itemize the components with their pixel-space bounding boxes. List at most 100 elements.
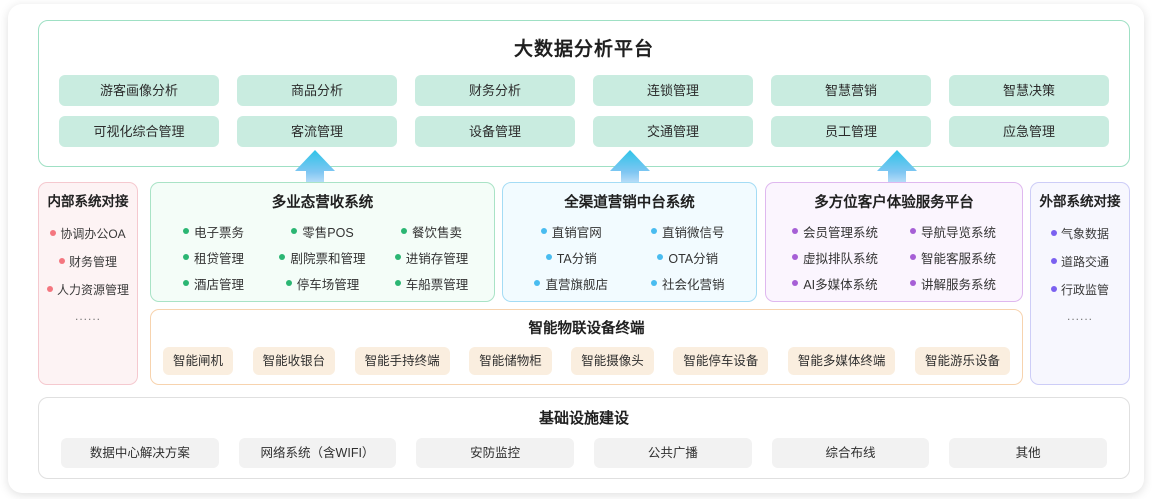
list-item-label: 车船票管理 [405,277,469,292]
module-chip[interactable]: 可视化综合管理 [59,116,219,147]
bullet-dot-icon [50,230,57,236]
list-item[interactable]: 电子票务 [159,219,268,243]
list-item-label: 停车场管理 [296,277,360,292]
iot-chip[interactable]: 智能手持终端 [354,347,450,375]
bullet-dot-icon [279,254,286,260]
infrastructure-chip[interactable]: 安防监控 [416,438,574,468]
iot-chip[interactable]: 智能收银台 [252,347,336,375]
list-item[interactable]: 酒店管理 [159,271,268,295]
module-chip[interactable]: 交通管理 [593,116,753,147]
list-item[interactable]: 人力资源管理 [43,275,133,303]
list-item[interactable]: 车船票管理 [377,271,486,295]
iot-chip[interactable]: 智能多媒体终端 [787,347,896,375]
module-chip[interactable]: 游客画像分析 [59,75,219,106]
revenue-system-title: 多业态营收系统 [271,195,374,211]
upward-flow-arrow [876,150,918,190]
list-item[interactable]: OTA分销 [630,245,747,269]
list-item[interactable]: 道路交通 [1035,247,1125,275]
external-systems-title: 外部系统对接 [1039,194,1121,209]
module-chip[interactable]: 员工管理 [771,116,931,147]
big-data-module-grid: 游客画像分析 商品分析 财务分析 连锁管理 智慧营销 智慧决策 可视化综合管理 … [39,61,1129,147]
bullet-dot-icon [545,254,552,260]
marketing-system-panel: 全渠道营销中台系统 直销官网 直销微信号 TA分销 OTA分销 直营旗舰店 社会… [502,182,757,302]
iot-terminals-row: 智能闸机 智能收银台 智能手持终端 智能储物柜 智能摄像头 智能停车设备 智能多… [151,338,1022,375]
list-item[interactable]: 协调办公OA [43,219,133,247]
list-item-label: 直销官网 [551,225,602,240]
marketing-system-grid: 直销官网 直销微信号 TA分销 OTA分销 直营旗舰店 社会化营销 [503,219,756,295]
list-item[interactable]: 虚拟排队系统 [776,245,894,269]
iot-chip[interactable]: 智能游乐设备 [914,347,1010,375]
list-item-label: AI多媒体系统 [803,277,878,292]
module-chip[interactable]: 设备管理 [415,116,575,147]
list-item[interactable]: 社会化营销 [630,271,747,295]
list-item[interactable]: 零售POS [268,219,377,243]
iot-terminals-title: 智能物联设备终端 [528,321,645,337]
list-item[interactable]: 导航导览系统 [894,219,1012,243]
list-item-label: 电子票务 [193,225,244,240]
list-item-label: 协调办公OA [60,226,126,241]
module-chip[interactable]: 商品分析 [237,75,397,106]
infrastructure-chip[interactable]: 其他 [949,438,1107,468]
list-item-label: 社会化营销 [661,277,725,292]
upward-flow-arrow [609,150,651,190]
list-item-label: 讲解服务系统 [920,277,996,292]
module-chip[interactable]: 连锁管理 [593,75,753,106]
list-item[interactable]: 直销官网 [513,219,630,243]
module-chip[interactable]: 财务分析 [415,75,575,106]
list-item[interactable]: 智能客服系统 [894,245,1012,269]
list-item[interactable]: 气象数据 [1035,219,1125,247]
module-chip[interactable]: 智慧决策 [949,75,1109,106]
bullet-dot-icon [792,280,799,286]
list-item[interactable]: 剧院票和管理 [268,245,377,269]
module-chip[interactable]: 应急管理 [949,116,1109,147]
bullet-dot-icon [909,254,916,260]
list-item-label: 餐饮售卖 [411,225,462,240]
list-item-label: OTA分销 [668,251,719,266]
module-chip[interactable]: 智慧营销 [771,75,931,106]
bullet-dot-icon [791,254,798,260]
module-chip[interactable]: 客流管理 [237,116,397,147]
list-item[interactable]: 会员管理系统 [776,219,894,243]
list-item[interactable]: 租贷管理 [159,245,268,269]
list-item-label: 智能客服系统 [920,251,996,266]
iot-chip[interactable]: 智能储物柜 [469,347,552,375]
bullet-dot-icon [182,228,189,234]
list-item[interactable]: 讲解服务系统 [894,271,1012,295]
iot-chip[interactable]: 智能闸机 [163,347,234,375]
bullet-dot-icon [291,228,298,234]
list-item[interactable]: 进销存管理 [377,245,486,269]
bullet-dot-icon [285,280,292,286]
bullet-dot-icon [1050,258,1057,264]
list-item[interactable]: 财务管理 [43,247,133,275]
bullet-dot-icon [909,228,916,234]
iot-chip[interactable]: 智能停车设备 [673,347,769,375]
list-item[interactable]: 直营旗舰店 [513,271,630,295]
list-item[interactable]: TA分销 [513,245,630,269]
list-item-label: 进销存管理 [405,251,469,266]
bullet-dot-icon [46,286,53,292]
list-item[interactable]: 行政监管 [1035,275,1125,303]
list-item-label: 道路交通 [1060,254,1109,269]
bullet-dot-icon [1050,230,1057,236]
list-item[interactable]: 停车场管理 [268,271,377,295]
infrastructure-chip[interactable]: 公共广播 [594,438,752,468]
infrastructure-chip[interactable]: 综合布线 [771,438,930,468]
list-item[interactable]: 餐饮售卖 [377,219,486,243]
infrastructure-chip[interactable]: 网络系统（含WIFI） [238,438,397,468]
infrastructure-chip[interactable]: 数据中心解决方案 [61,438,219,468]
list-item[interactable]: 直销微信号 [630,219,747,243]
internal-systems-panel: 内部系统对接 协调办公OA 财务管理 人力资源管理 ...... [38,182,138,385]
infrastructure-row: 数据中心解决方案 网络系统（含WIFI） 安防监控 公共广播 综合布线 其他 [39,428,1129,468]
external-systems-panel: 外部系统对接 气象数据 道路交通 行政监管 ...... [1030,182,1130,385]
bullet-dot-icon [791,228,798,234]
list-item[interactable]: AI多媒体系统 [776,271,894,295]
internal-systems-ellipsis: ...... [74,309,101,323]
list-item-label: TA分销 [556,251,597,266]
iot-terminals-panel: 智能物联设备终端 智能闸机 智能收银台 智能手持终端 智能储物柜 智能摄像头 智… [150,309,1023,385]
bullet-dot-icon [394,280,401,286]
iot-chip[interactable]: 智能摄像头 [571,347,654,375]
bullet-dot-icon [394,254,401,260]
revenue-system-panel: 多业态营收系统 电子票务 零售POS 餐饮售卖 租贷管理 剧院票和管理 进销存管… [150,182,495,302]
bullet-dot-icon [650,228,657,234]
